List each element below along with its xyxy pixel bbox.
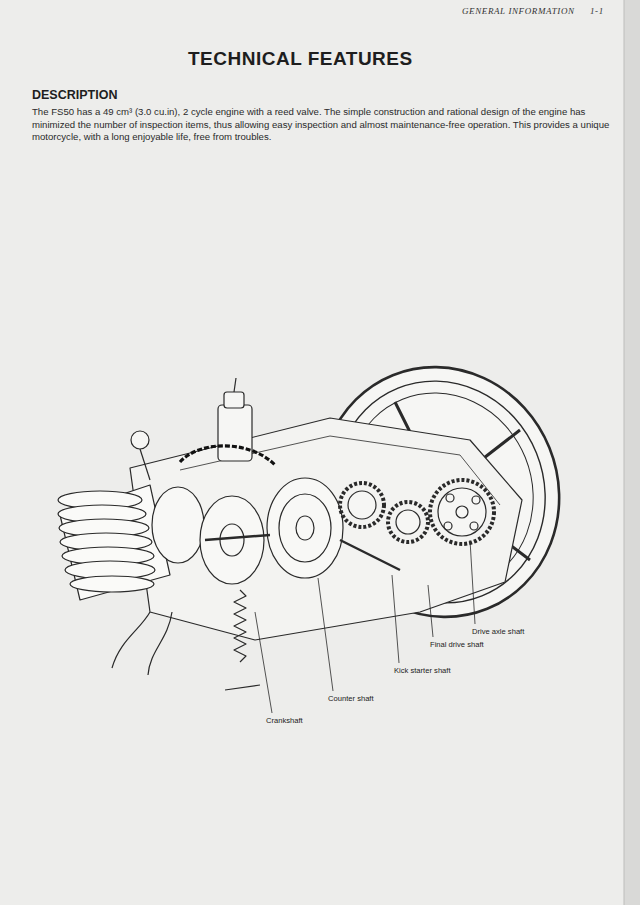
- page-number: 1-1: [590, 6, 604, 16]
- part-name: Drive axle shaft: [472, 627, 524, 636]
- part-name: Kick starter shaft: [394, 666, 451, 675]
- part-name: Crankshaft: [266, 716, 303, 725]
- page-title: TECHNICAL FEATURES: [188, 48, 413, 70]
- part-name: Final drive shaft: [430, 640, 484, 649]
- running-header: GENERAL INFORMATION: [462, 6, 575, 16]
- body-text: The FS50 has a 49 cm³ (3.0 cu.in), 2 cyc…: [32, 106, 616, 144]
- part-name: Counter shaft: [328, 694, 374, 703]
- section-heading: DESCRIPTION: [32, 88, 117, 102]
